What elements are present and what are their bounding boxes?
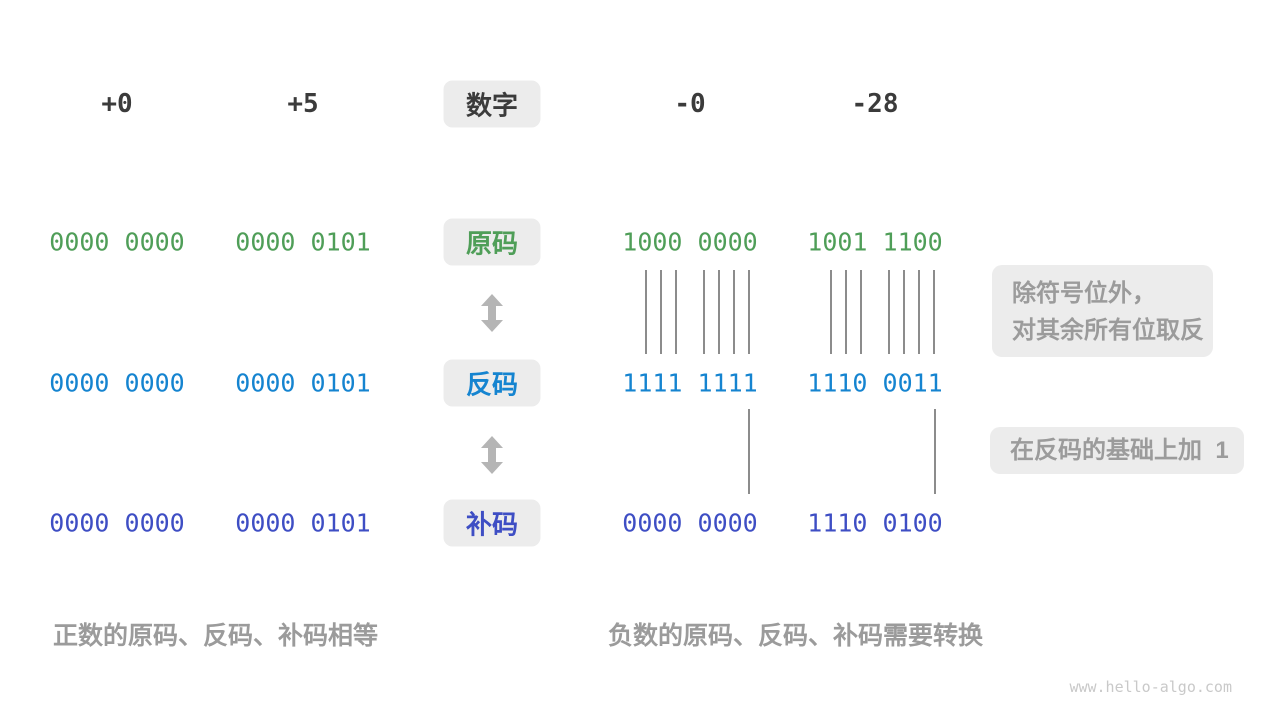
header-number-minus-28: -28: [851, 89, 899, 119]
twos-complement-label: 补码: [465, 509, 518, 540]
ones-complement-value: 1110 0011: [807, 368, 943, 398]
twos-complement-value: 0000 0000: [622, 508, 758, 538]
bit-flip-connector-line: [645, 270, 647, 354]
sign-magnitude-value: 0000 0000: [49, 227, 185, 257]
twos-complement-label-box: 补码: [443, 499, 541, 547]
updown-arrow-icon: [481, 436, 503, 474]
header-number-plus-5: +5: [287, 89, 319, 119]
bit-flip-connector-line: [860, 270, 862, 354]
note-add-one: 在反码的基础上加 1: [990, 427, 1244, 474]
ones-complement-value: 0000 0101: [235, 368, 371, 398]
note-invert-line2: 对其余所有位取反: [1012, 317, 1204, 344]
bit-flip-connector-line: [903, 270, 905, 354]
updown-arrow-icon: [481, 294, 503, 332]
bit-flip-connector-line: [675, 270, 677, 354]
twos-complement-value: 0000 0000: [49, 508, 185, 538]
bit-flip-connector-line: [830, 270, 832, 354]
caption-negative-numbers: 负数的原码、反码、补码需要转换: [608, 622, 984, 650]
header-label: 数字: [465, 90, 518, 121]
ones-complement-label: 反码: [465, 369, 518, 400]
note-invert-bits: 除符号位外， 对其余所有位取反: [992, 265, 1213, 357]
watermark: www.hello-algo.com: [1069, 678, 1232, 696]
twos-complement-value: 0000 0101: [235, 508, 371, 538]
carry-connector-line: [934, 409, 936, 494]
sign-magnitude-label-box: 原码: [443, 218, 541, 266]
ones-complement-label-box: 反码: [443, 359, 541, 407]
carry-connector-line: [748, 409, 750, 494]
bit-flip-connector-line: [918, 270, 920, 354]
bit-flip-connector-line: [888, 270, 890, 354]
header-label-box: 数字: [443, 80, 541, 128]
sign-magnitude-value: 1000 0000: [622, 227, 758, 257]
note-invert-line1: 除符号位外，: [1012, 280, 1156, 307]
bit-flip-connector-line: [748, 270, 750, 354]
bit-flip-connector-line: [733, 270, 735, 354]
sign-magnitude-value: 0000 0101: [235, 227, 371, 257]
twos-complement-value: 1110 0100: [807, 508, 943, 538]
bit-flip-connector-line: [703, 270, 705, 354]
sign-magnitude-label: 原码: [465, 228, 518, 259]
sign-magnitude-value: 1001 1100: [807, 227, 943, 257]
header-number-plus-0: +0: [101, 89, 133, 119]
bit-flip-connector-line: [718, 270, 720, 354]
ones-complement-value: 1111 1111: [622, 368, 758, 398]
bit-flip-connector-line: [660, 270, 662, 354]
ones-complement-value: 0000 0000: [49, 368, 185, 398]
bit-flip-connector-line: [933, 270, 935, 354]
caption-positive-numbers: 正数的原码、反码、补码相等: [53, 622, 379, 650]
bit-flip-connector-line: [845, 270, 847, 354]
header-number-minus-0: -0: [674, 89, 706, 119]
